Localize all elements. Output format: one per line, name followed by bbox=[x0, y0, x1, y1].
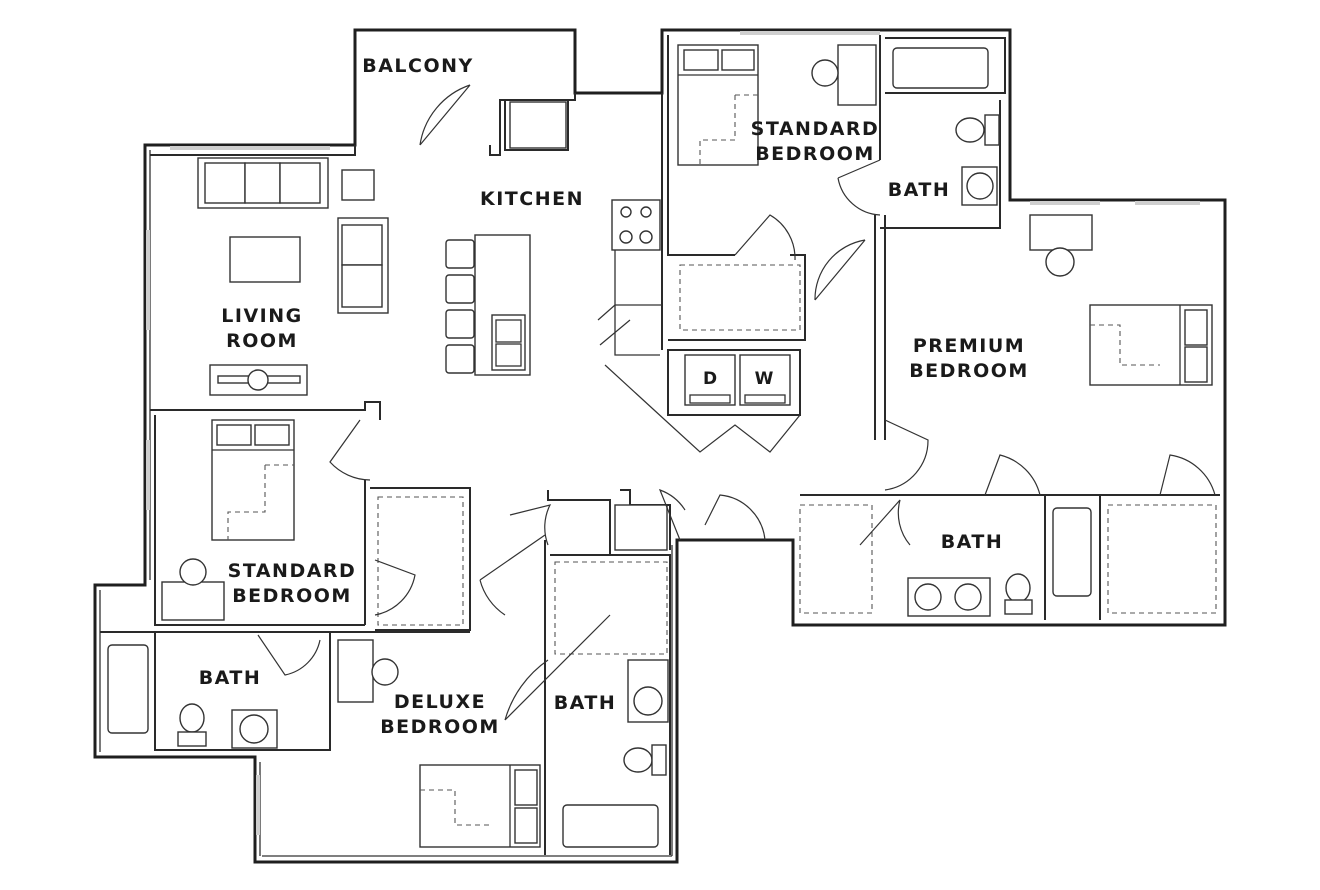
bed-top bbox=[677, 44, 759, 166]
chair-premium bbox=[1045, 247, 1075, 277]
label-bath-premium: BATH bbox=[941, 531, 1004, 553]
label-washer: W bbox=[755, 369, 774, 389]
bed-deluxe bbox=[419, 764, 541, 848]
stove bbox=[611, 199, 661, 251]
label-bath-left: BATH bbox=[199, 667, 262, 689]
tub-premium bbox=[1052, 507, 1092, 597]
room-labels: BALCONY KITCHEN LIVING ROOM STANDARD BED… bbox=[199, 55, 1029, 738]
laundry bbox=[684, 354, 791, 406]
label-bath-top: BATH bbox=[888, 179, 951, 201]
label-living-room-line2: ROOM bbox=[226, 330, 298, 352]
interior-walls bbox=[100, 35, 1220, 855]
tub-top bbox=[892, 47, 989, 89]
desk-deluxe bbox=[337, 639, 374, 703]
bed-premium bbox=[1089, 304, 1213, 386]
label-premium-bedroom-line2: BEDROOM bbox=[909, 360, 1029, 382]
label-standard-bedroom-top-line1: STANDARD bbox=[751, 118, 880, 140]
label-standard-bedroom-left-line2: BEDROOM bbox=[232, 585, 352, 607]
toilet-deluxe bbox=[623, 744, 667, 776]
chair-top bbox=[811, 59, 839, 87]
label-bath-deluxe: BATH bbox=[554, 692, 617, 714]
desk-top bbox=[837, 44, 877, 106]
tub-left bbox=[107, 644, 149, 734]
chair-left bbox=[179, 558, 207, 586]
bed-left bbox=[211, 419, 295, 541]
doors bbox=[257, 84, 1216, 721]
tv-console bbox=[209, 364, 308, 396]
side-table bbox=[341, 169, 375, 201]
toilet-left bbox=[177, 703, 207, 747]
loveseat bbox=[337, 217, 389, 314]
label-premium-bedroom-line1: PREMIUM bbox=[913, 335, 1025, 357]
tub-deluxe bbox=[562, 804, 659, 848]
furniture bbox=[107, 44, 1213, 848]
desk-left bbox=[161, 581, 225, 621]
kitchen-island bbox=[445, 234, 531, 376]
label-deluxe-bedroom-line2: BEDROOM bbox=[380, 716, 500, 738]
label-living-room-line1: LIVING bbox=[221, 305, 302, 327]
sink-top bbox=[961, 166, 998, 206]
toilet-top bbox=[955, 114, 1000, 146]
label-standard-bedroom-left-line1: STANDARD bbox=[228, 560, 357, 582]
label-balcony: BALCONY bbox=[362, 55, 474, 77]
label-dryer: D bbox=[703, 369, 717, 389]
appliance-labels: D W bbox=[703, 369, 774, 389]
chair-deluxe bbox=[371, 658, 399, 686]
vanity-premium bbox=[907, 577, 991, 617]
label-deluxe-bedroom-line1: DELUXE bbox=[394, 691, 486, 713]
windows bbox=[146, 31, 1200, 835]
label-kitchen: KITCHEN bbox=[480, 188, 584, 210]
sink-left bbox=[231, 709, 278, 749]
toilet-premium bbox=[1004, 573, 1033, 615]
sofa bbox=[197, 157, 329, 209]
desk-premium bbox=[1029, 214, 1093, 251]
sink-deluxe bbox=[627, 659, 669, 723]
label-standard-bedroom-top-line2: BEDROOM bbox=[755, 143, 875, 165]
coffee-table bbox=[229, 236, 301, 283]
